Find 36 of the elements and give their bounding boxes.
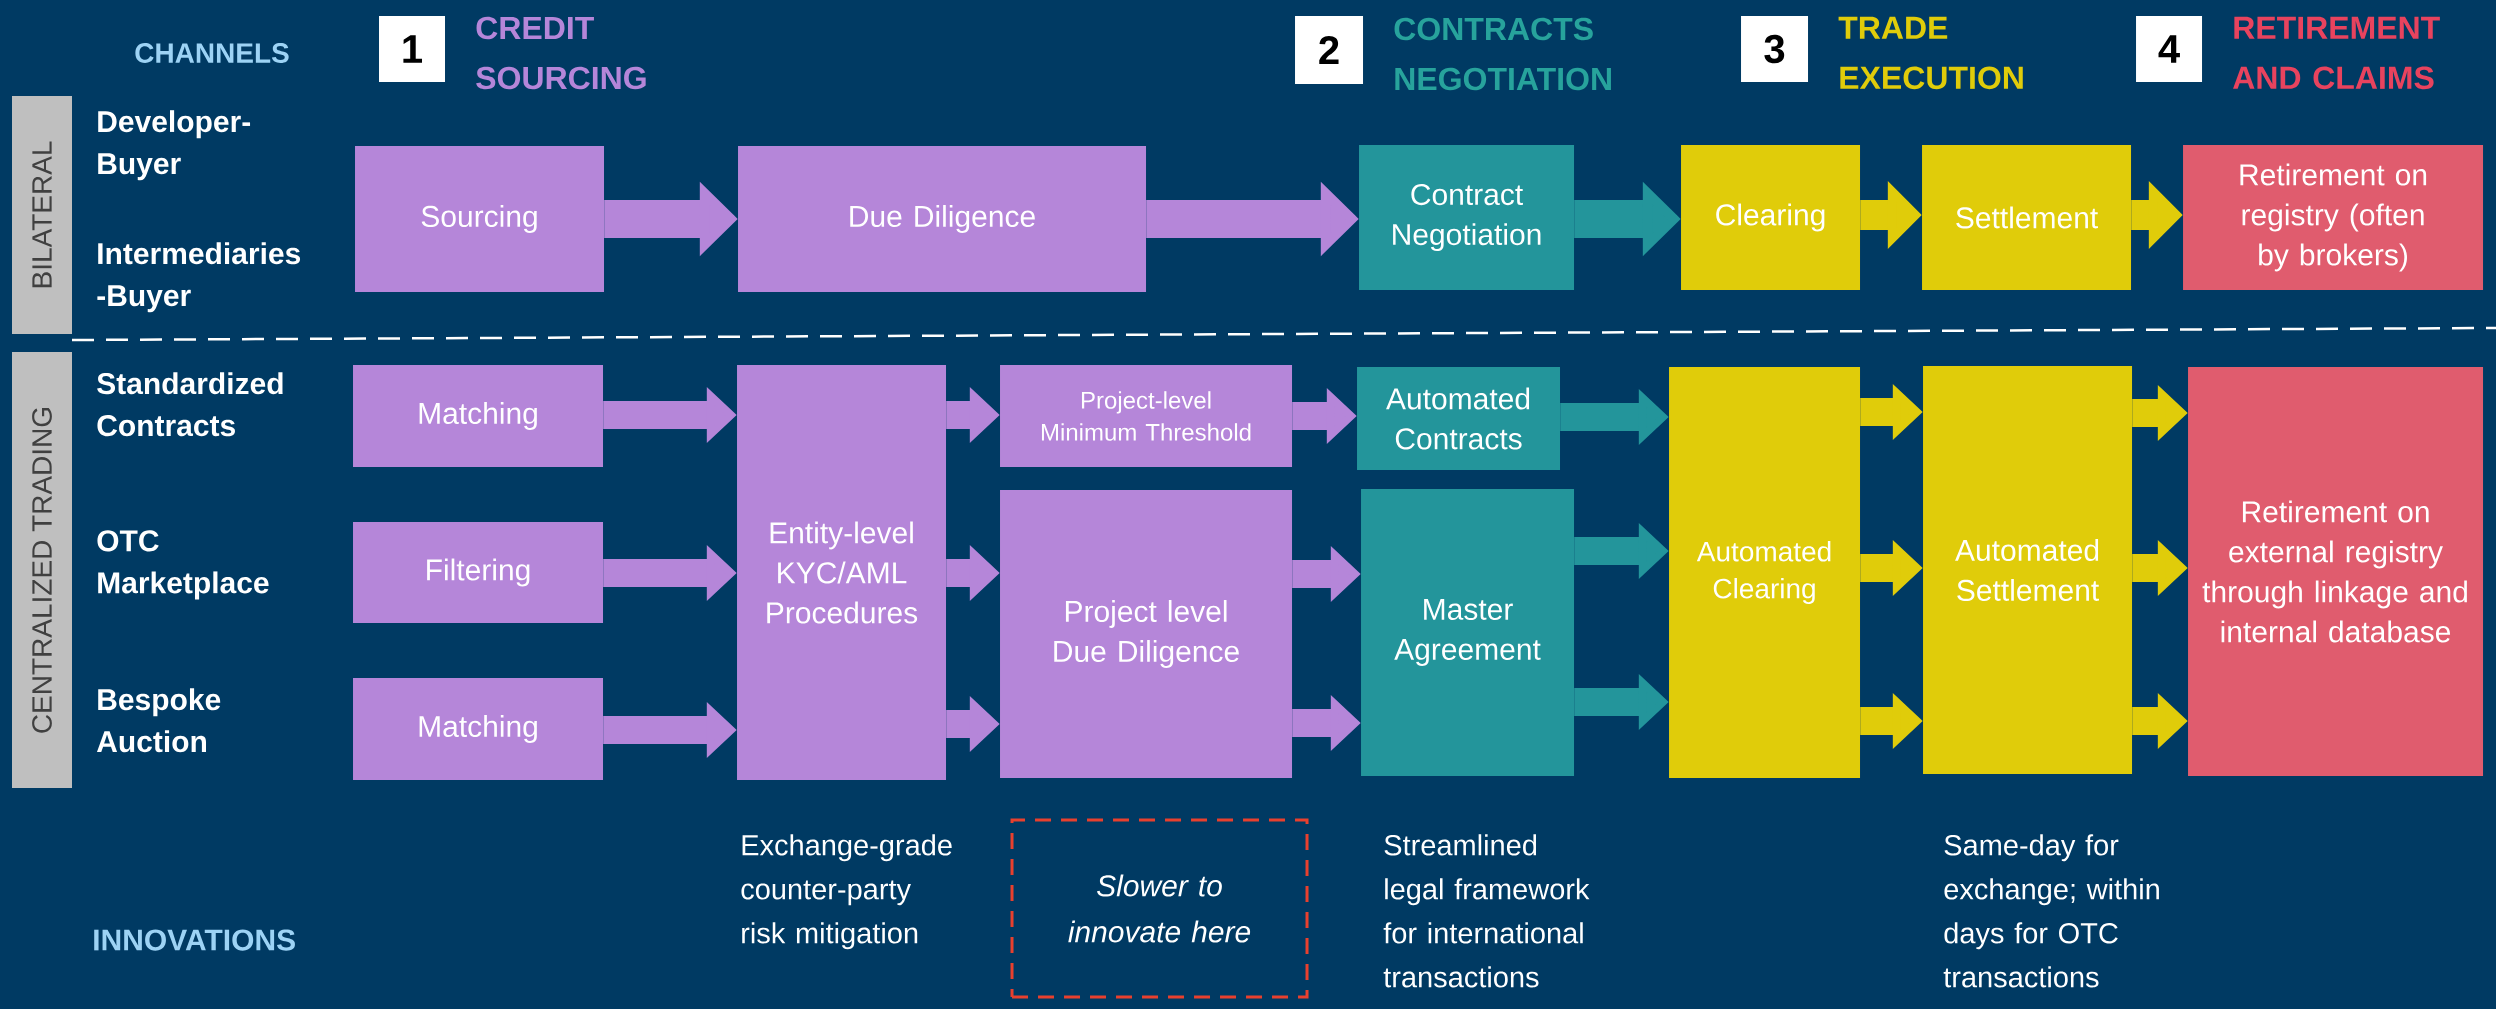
step-heading: RETIREMENT AND CLAIMS	[2233, 16, 2440, 90]
step-heading: CONTRACTS NEGOTIATION	[1394, 17, 1611, 91]
process-box: Retirement on external registry through linkage and internal database	[2188, 367, 2484, 776]
process-box: Project level Due Diligence	[1000, 490, 1292, 778]
dashed-callout-box: Slower to innovate here	[1010, 818, 1309, 999]
process-box: Matching	[353, 678, 603, 780]
section-heading: INNOVATIONS	[94, 929, 295, 951]
process-box: Matching	[353, 365, 603, 467]
step-heading: TRADE EXECUTION	[1838, 16, 2023, 90]
process-box: Project-level Minimum Threshold	[1000, 365, 1292, 467]
process-box: Sourcing	[355, 146, 604, 292]
process-box: Automated Settlement	[1923, 366, 2133, 774]
process-box: Clearing	[1681, 145, 1861, 290]
step-number-box: 1	[379, 16, 445, 82]
process-box: Settlement	[1922, 145, 2132, 290]
row-band: BILATERAL	[12, 96, 72, 334]
channel-label: Intermediaries -Buyer	[97, 242, 301, 313]
note-text: Streamlined legal framework for international transactions	[1383, 834, 1590, 988]
process-box: Entity-level KYC/AML Procedures	[737, 365, 946, 780]
step-number-box: 3	[1741, 16, 1809, 82]
step-number-box: 2	[1295, 16, 1363, 84]
process-box: Automated Clearing	[1669, 367, 1861, 778]
step-number-box: 4	[2136, 16, 2203, 82]
process-box: Master Agreement	[1361, 489, 1574, 776]
process-box: Filtering	[353, 522, 603, 623]
process-box: Contract Negotiation	[1359, 145, 1574, 290]
process-box: Due Diligence	[738, 146, 1146, 292]
note-text: Exchange-grade counter-party risk mitigation	[741, 834, 952, 950]
process-box: Automated Contracts	[1357, 367, 1560, 470]
step-heading: CREDIT SOURCING	[476, 16, 646, 90]
channel-label: OTC Marketplace	[97, 530, 269, 600]
process-box: Retirement on registry (often by brokers)	[2183, 145, 2484, 290]
row-band: CENTRALIZED TRADING	[12, 352, 72, 788]
note-text: Same-day for exchange; within days for OTC transactions	[1943, 834, 2159, 988]
channel-label: Standardized Contracts	[97, 372, 283, 437]
section-heading: CHANNELS	[135, 43, 289, 63]
